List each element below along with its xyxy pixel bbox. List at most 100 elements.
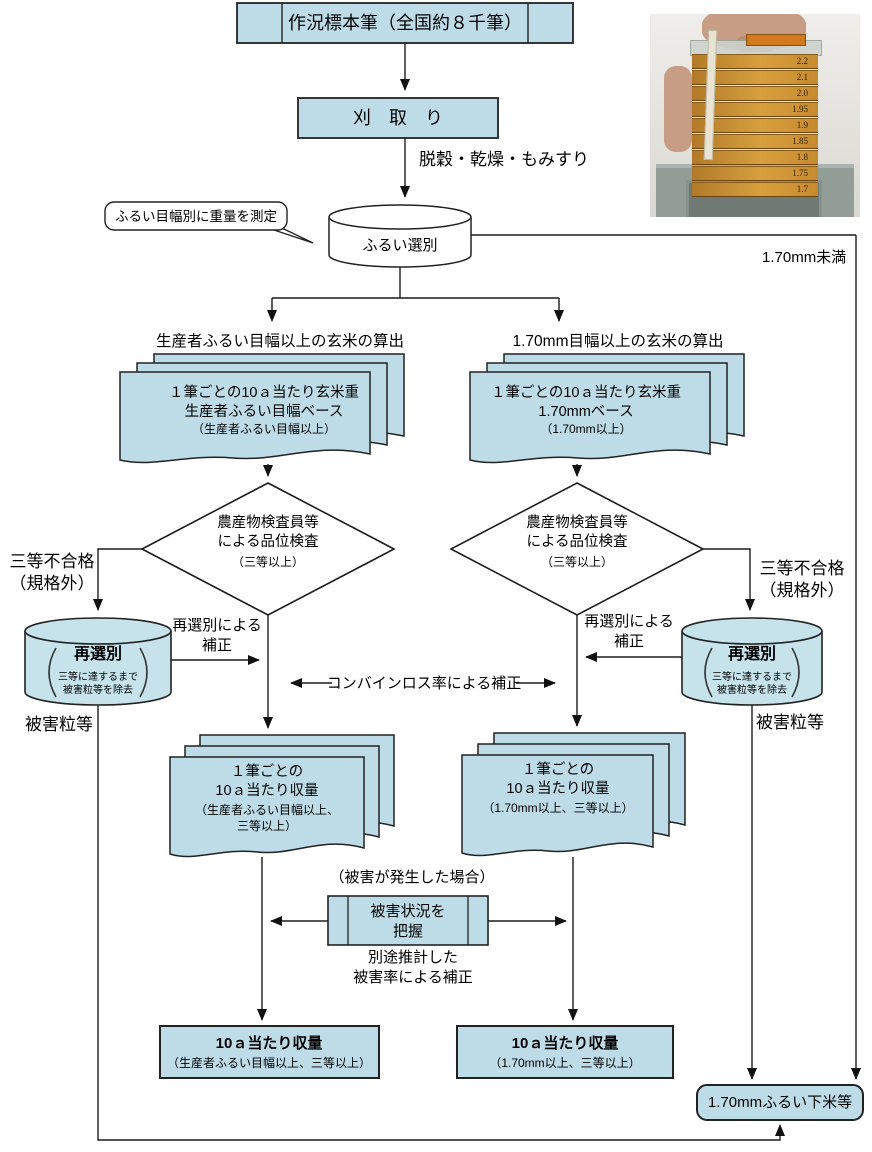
sieve-tray: 1.85	[692, 134, 818, 149]
diamond-line: による品位検査	[526, 534, 628, 551]
final-line: （生産者ふるい目幅以上、三等以上）	[166, 1055, 372, 1070]
sieve-size-label: 1.75	[792, 168, 808, 178]
wooden-handle	[746, 34, 806, 46]
sieve-size-label: 2.1	[796, 72, 808, 82]
diamond-line: による品位検査	[217, 534, 319, 551]
cylinder-sub: 被害粒等を除去	[717, 685, 787, 697]
sieve-size-label: 1.95	[792, 104, 808, 114]
reselect-note-left: 再選別による 補正	[172, 616, 262, 656]
damage-rate-note: 別途推計した 被害率による補正	[353, 948, 473, 988]
doc-line: 1.70mmベース	[538, 404, 634, 421]
paren-icon	[139, 647, 148, 698]
cylinder-title: 再選別	[727, 646, 776, 663]
cylinder-sub: 三等に達するまで	[712, 672, 792, 684]
sieve-cylinder-label: ふるい選別	[362, 237, 438, 254]
doc-line: 生産者ふるい目幅ベース	[184, 404, 344, 421]
sieve-cylinder-body	[328, 217, 472, 268]
sieve-stack-photo: 2.2 2.1 2.0 1.95 1.9 1.85 1.8 1.75 1.7	[650, 14, 860, 217]
note-line: 別途推計した	[367, 949, 458, 966]
final-yield-right-label: 10ａ当たり収量 （1.70mm以上、三等以上）	[489, 1034, 640, 1072]
paren-icon	[48, 647, 57, 698]
box-line: 被害状況を	[370, 903, 446, 920]
final-line: 10ａ当たり収量	[511, 1035, 619, 1052]
sieve-tray: 1.9	[692, 118, 818, 133]
cylinder-sub: 被害粒等を除去	[63, 685, 133, 697]
sieve-tray: 1.95	[692, 102, 818, 117]
note-line: 補正	[201, 636, 232, 654]
sieve-tray: 2.1	[692, 70, 818, 85]
callout-bubble	[104, 201, 288, 231]
doc-line: （1.70mm以上）	[540, 422, 632, 437]
branch-title-left: 生産者ふるい目幅以上の玄米の算出	[155, 333, 405, 350]
fail-line: 三等不合格	[759, 559, 845, 578]
diamond-line: （三等以上）	[540, 555, 613, 570]
sieve-tray: 1.8	[692, 150, 818, 165]
doc-line: １筆ごとの10ａ当たり玄米重	[169, 385, 359, 401]
connector-fail-right	[703, 548, 755, 611]
inspection-diamond-left-label: 農産物検査員等 による品位検査 （三等以上）	[217, 514, 319, 571]
cylinder-sub: 三等に達するまで	[58, 672, 138, 684]
harvest-box-label: 刈 取 り	[353, 108, 443, 128]
doc-line: 10ａ当たり収量	[215, 783, 319, 800]
connector-fail-left	[93, 548, 142, 611]
under-sieve-box-label: 1.70mmふるい下米等	[707, 1094, 853, 1111]
doc-line: １筆ごとの	[230, 764, 304, 780]
box-line: 把握	[392, 922, 424, 940]
final-yield-box-right	[456, 1025, 674, 1079]
sieve-tray-stack: 2.2 2.1 2.0 1.95 1.9 1.85 1.8 1.75 1.7	[692, 54, 818, 198]
combine-loss-note: コンバインロス率による補正	[326, 675, 522, 692]
doc-line: （1.70mm以上、三等以上）	[482, 801, 634, 816]
final-yield-left-label: 10ａ当たり収量 （生産者ふるい目幅以上、三等以上）	[167, 1034, 371, 1072]
inspection-diamond-right	[449, 482, 705, 616]
final-yield-box-left	[159, 1025, 380, 1079]
damage-case-note: （被害が発生した場合）	[329, 869, 495, 886]
paren-icon	[704, 647, 713, 698]
final-line: （1.70mm以上、三等以上）	[489, 1055, 641, 1070]
doc-yield-right-label: １筆ごとの 10ａ当たり収量 （1.70mm以上、三等以上）	[482, 761, 633, 817]
reselect-note-right: 再選別による 補正	[584, 612, 674, 652]
sieve-size-label: 2.0	[796, 88, 808, 98]
doc-line: 三等以上）	[236, 819, 298, 834]
doc-line: １筆ごとの	[521, 762, 595, 778]
doc-line: （生産者ふるい目幅以上）	[191, 422, 337, 437]
doc-grainweight-left-label: １筆ごとの10ａ当たり玄米重 生産者ふるい目幅ベース （生産者ふるい目幅以上）	[169, 384, 359, 438]
damage-grasp-box	[327, 895, 489, 946]
sieve-tray: 2.0	[692, 86, 818, 101]
under-170-label: 1.70mm未満	[762, 249, 847, 266]
doc-line: 10ａ当たり収量	[506, 781, 610, 798]
cylinder-title: 再選別	[73, 646, 122, 663]
hand-icon	[664, 66, 692, 152]
sample-box	[236, 2, 574, 44]
damaged-label-left: 被害粒等	[25, 715, 93, 734]
metal-stand	[656, 164, 854, 217]
note-line: 被害率による補正	[353, 968, 473, 986]
reselect-cylinder-right-label: 再選別 三等に達するまで 被害粒等を除去	[712, 644, 792, 697]
doc-yield-left-label: １筆ごとの 10ａ当たり収量 （生産者ふるい目幅以上、 三等以上）	[195, 763, 339, 835]
harvest-box	[297, 97, 499, 139]
doc-grainweight-right-label: １筆ごとの10ａ当たり玄米重 1.70mmベース （1.70mm以上）	[491, 384, 681, 438]
branch-title-right: 1.70mm目幅以上の玄米の算出	[512, 333, 724, 350]
fail-line: 三等不合格	[9, 552, 95, 571]
callout-note: ふるい目幅別に重量を測定	[115, 209, 277, 224]
sieve-tray: 1.7	[692, 182, 818, 197]
reselect-cylinder-right-top	[681, 617, 823, 645]
threshing-note: 脱穀・乾燥・もみすり	[419, 150, 589, 169]
note-line: 再選別による	[584, 613, 674, 630]
diamond-line: 農産物検査員等	[217, 515, 319, 531]
doc-yield-left	[169, 756, 365, 858]
doc-grainweight-left	[119, 371, 371, 464]
sieve-size-label: 1.7	[796, 184, 808, 194]
note-line: 補正	[613, 632, 644, 650]
fail-line: （規格外）	[9, 574, 95, 594]
doc-line: （生産者ふるい目幅以上、	[194, 803, 340, 818]
sieve-size-label: 1.8	[796, 152, 808, 162]
reselect-cylinder-right-body	[681, 631, 823, 706]
sieve-cylinder-top	[328, 204, 472, 230]
sieve-tray: 1.75	[692, 166, 818, 181]
sieve-size-label: 2.2	[796, 56, 808, 66]
doc-line: １筆ごとの10ａ当たり玄米重	[491, 385, 681, 401]
doc-grainweight-right	[469, 371, 711, 464]
reselect-cylinder-left-top	[24, 617, 172, 645]
